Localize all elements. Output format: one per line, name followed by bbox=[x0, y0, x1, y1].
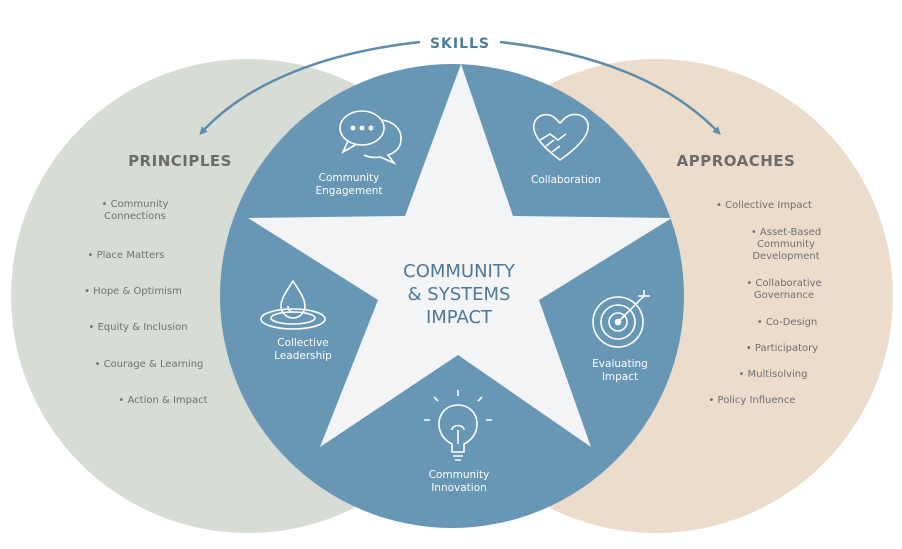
skills-arrow-left bbox=[199, 40, 421, 135]
principle-item: • Place Matters bbox=[88, 250, 165, 261]
approach-item: • Collective Impact bbox=[716, 200, 812, 211]
water-drop-icon bbox=[260, 279, 326, 330]
principle-item: • Courage & Learning bbox=[95, 359, 204, 370]
principle-item: • Action & Impact bbox=[118, 395, 207, 406]
center-title-line: & SYSTEMS bbox=[408, 284, 511, 305]
handshake-heart-icon bbox=[532, 113, 589, 161]
skill-collaboration: Collaboration bbox=[531, 174, 601, 186]
skills-label: SKILLS bbox=[430, 36, 490, 52]
approach-item: • Multisolving bbox=[738, 369, 807, 380]
target-icon bbox=[592, 290, 650, 348]
principle-item: • Equity & Inclusion bbox=[88, 322, 187, 333]
chat-bubbles-icon bbox=[339, 110, 402, 165]
approach-item: • Co-Design bbox=[757, 317, 818, 328]
approaches-title: APPROACHES bbox=[677, 152, 796, 170]
lightbulb-icon bbox=[424, 390, 492, 461]
approach-item: • Participatory bbox=[746, 343, 818, 354]
center-title-line: IMPACT bbox=[426, 307, 493, 328]
skills-arrow-right bbox=[499, 40, 721, 135]
impact-star bbox=[248, 64, 672, 447]
approach-item: • Policy Influence bbox=[708, 395, 795, 406]
center-title-line: COMMUNITY bbox=[403, 261, 516, 282]
principle-item: • Hope & Optimism bbox=[84, 286, 182, 297]
skill-label: Collaboration bbox=[531, 174, 601, 186]
principles-title: PRINCIPLES bbox=[128, 152, 232, 170]
